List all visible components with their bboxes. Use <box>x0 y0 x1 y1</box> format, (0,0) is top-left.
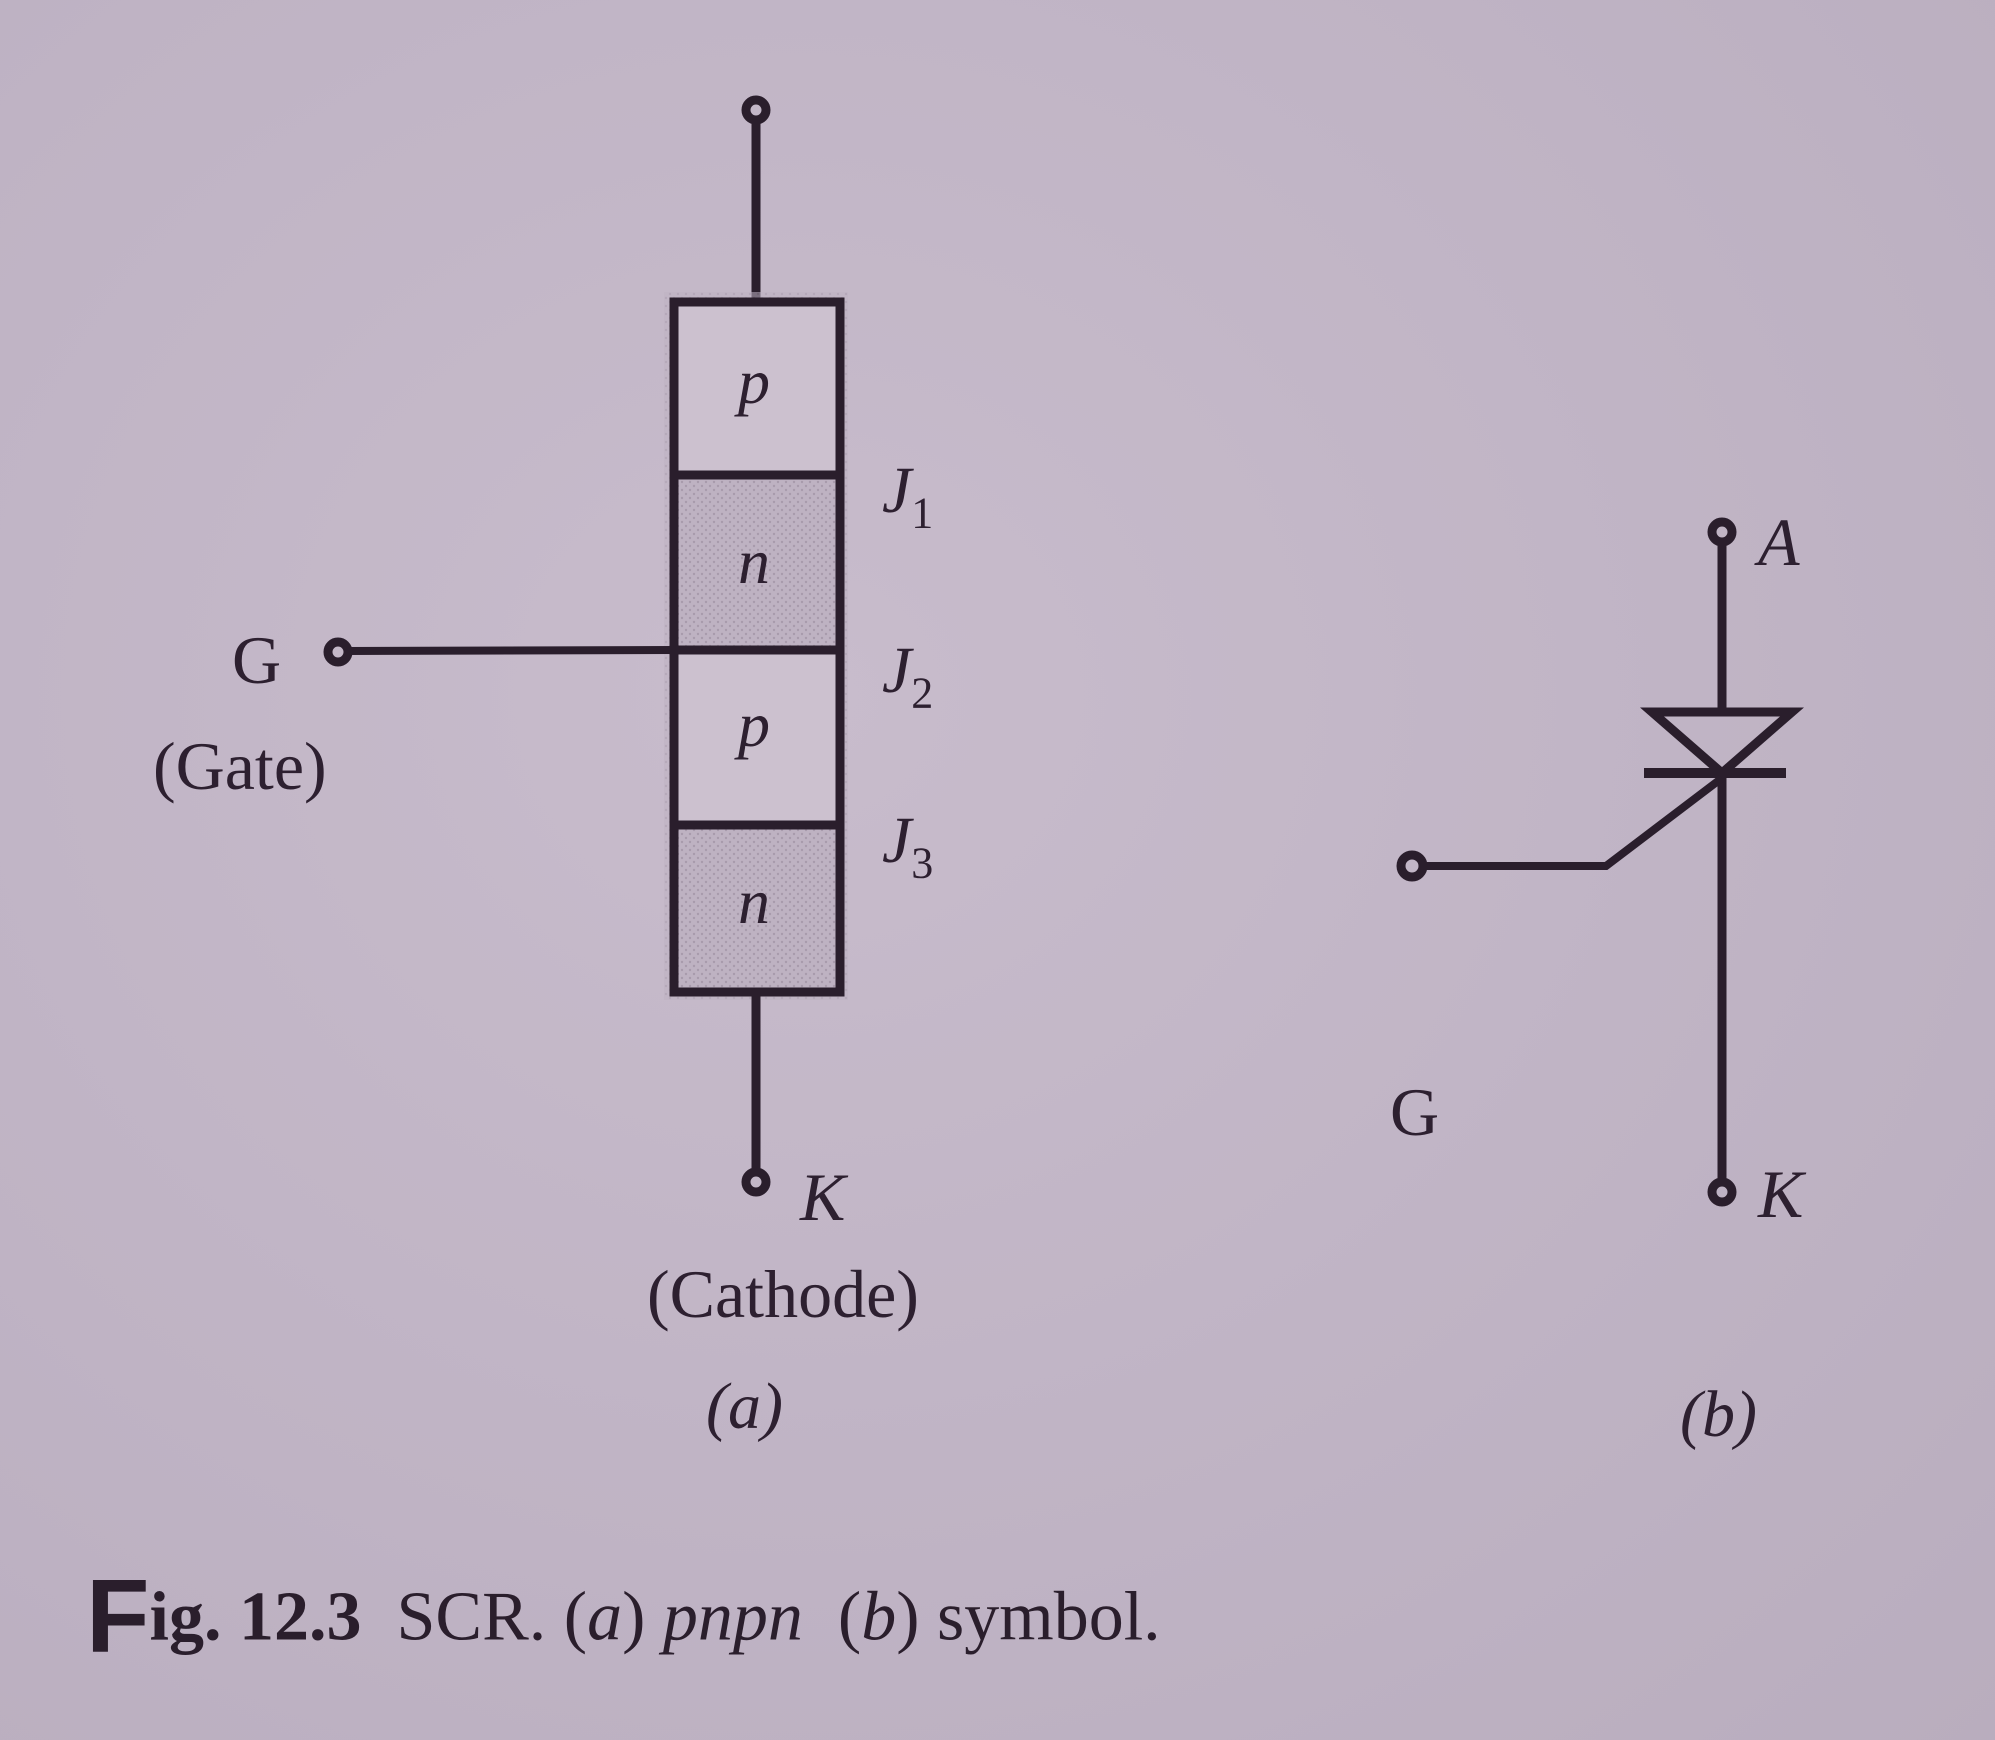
caption-initial: F <box>86 1559 150 1675</box>
caption-text-3: ( <box>802 1578 862 1656</box>
layer-p2-label: p <box>738 689 770 760</box>
layer-n1-label: n <box>738 526 770 597</box>
cathode-symbol-label: K <box>800 1159 846 1235</box>
symbol-gate-lead <box>1424 774 1725 870</box>
layer-n2 <box>674 825 840 992</box>
caption-text-1: SCR. ( <box>396 1578 588 1656</box>
symbol-gate-terminal-icon <box>1396 850 1428 882</box>
panel-a-pnpn-structure <box>323 95 848 1197</box>
anode-terminal-icon <box>741 95 771 125</box>
panel-b-label: (b) <box>1680 1378 1757 1451</box>
caption-b-marker: b <box>861 1578 897 1656</box>
caption-text-2: ) <box>622 1578 663 1656</box>
diode-triangle-icon <box>1639 707 1805 779</box>
gate-description-label: (Gate) <box>153 728 327 804</box>
figure-caption: Fig. 12.3 SCR. (a) pnpn (b) symbol. <box>86 1558 1161 1677</box>
symbol-gate-label: G <box>1390 1074 1440 1150</box>
junction-j3-label: J3 <box>882 804 934 888</box>
caption-text-4: ) symbol. <box>896 1578 1161 1656</box>
junction-j1-label: J1 <box>882 454 934 538</box>
cathode-terminal-icon <box>741 1167 771 1197</box>
layer-n1 <box>674 475 840 650</box>
layer-p1-label: p <box>738 346 770 417</box>
junction-j2-label: J2 <box>882 634 934 718</box>
gate-lead <box>347 646 675 655</box>
caption-a-marker: a <box>587 1578 623 1656</box>
symbol-cathode-label: K <box>1758 1156 1804 1232</box>
symbol-cathode-terminal-icon <box>1707 1177 1737 1207</box>
symbol-anode-label: A <box>1758 504 1800 580</box>
caption-figure-number: ig. 12.3 <box>149 1578 362 1656</box>
symbol-anode-terminal-icon <box>1707 517 1737 547</box>
cathode-description-label: (Cathode) <box>647 1256 919 1332</box>
caption-pnpn: pnpn <box>662 1578 803 1656</box>
panel-a-label: (a) <box>706 1370 783 1443</box>
panel-b-scr-symbol <box>1396 517 1805 1207</box>
gate-terminal-icon <box>323 637 353 667</box>
layer-p2 <box>674 650 840 825</box>
gate-symbol-label: G <box>232 622 282 698</box>
layer-n2-label: n <box>738 866 770 937</box>
layer-p1 <box>674 302 840 475</box>
